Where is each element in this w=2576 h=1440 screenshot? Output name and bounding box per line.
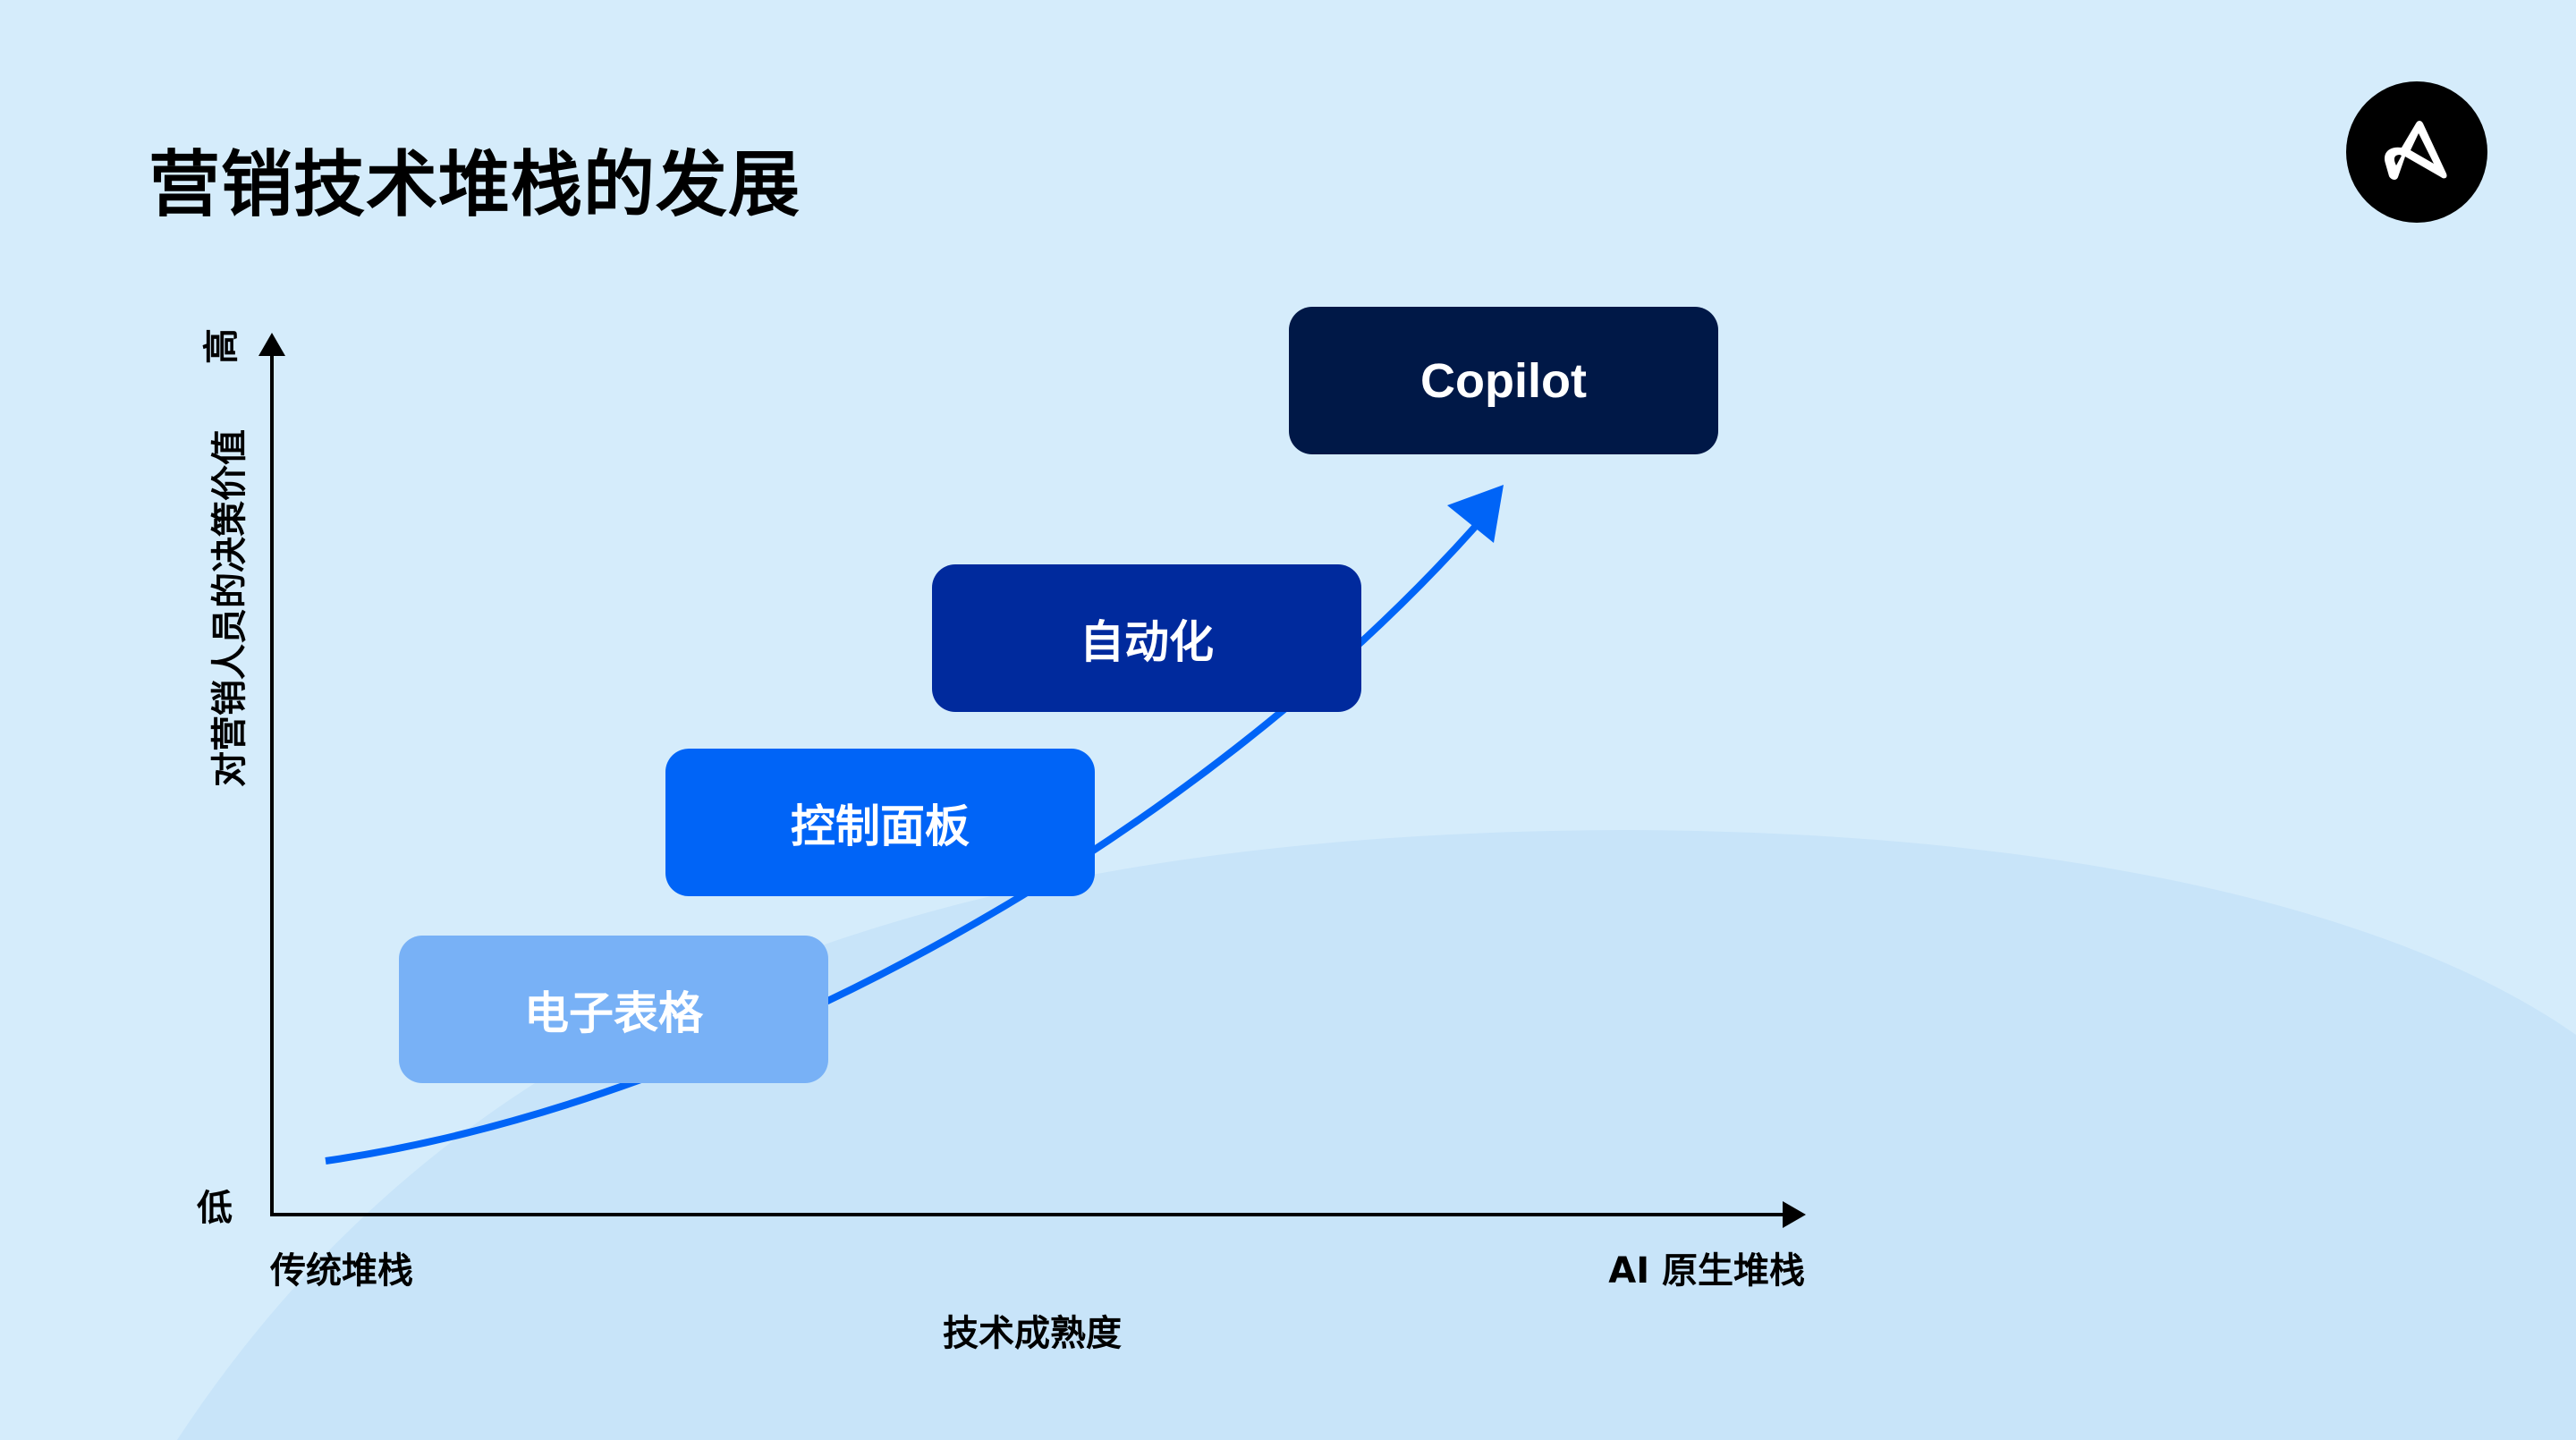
page-title: 营销技术堆栈的发展 [148, 143, 801, 226]
brand-a-logo-icon [2384, 121, 2447, 180]
y-axis-title: 对营销人员的决策价值 [209, 429, 250, 787]
stage-label: 电子表格 [524, 987, 703, 1039]
stage-box-copilot: Copilot [1289, 307, 1718, 454]
stage-box-dashboard: 控制面板 [665, 749, 1095, 896]
stage-label: Copilot [1420, 353, 1587, 408]
stage-box-spreadsheet: 电子表格 [399, 936, 828, 1083]
y-axis-arrowhead [258, 333, 285, 356]
x-axis-end-label: AI 原生堆栈 [1608, 1250, 1805, 1292]
stage-label: 控制面板 [791, 800, 970, 852]
x-axis-start-label: 传统堆栈 [270, 1250, 413, 1292]
stage-label: 自动化 [1080, 615, 1214, 668]
x-axis-arrowhead [1783, 1201, 1806, 1228]
growth-curve-arrowhead [1447, 485, 1504, 543]
stage-box-automation: 自动化 [932, 564, 1361, 712]
brand-logo [2346, 81, 2487, 223]
x-axis-title: 技术成熟度 [943, 1313, 1122, 1354]
y-axis-low-label: 低 [197, 1188, 233, 1229]
y-axis-high-label: 高 [201, 328, 242, 364]
